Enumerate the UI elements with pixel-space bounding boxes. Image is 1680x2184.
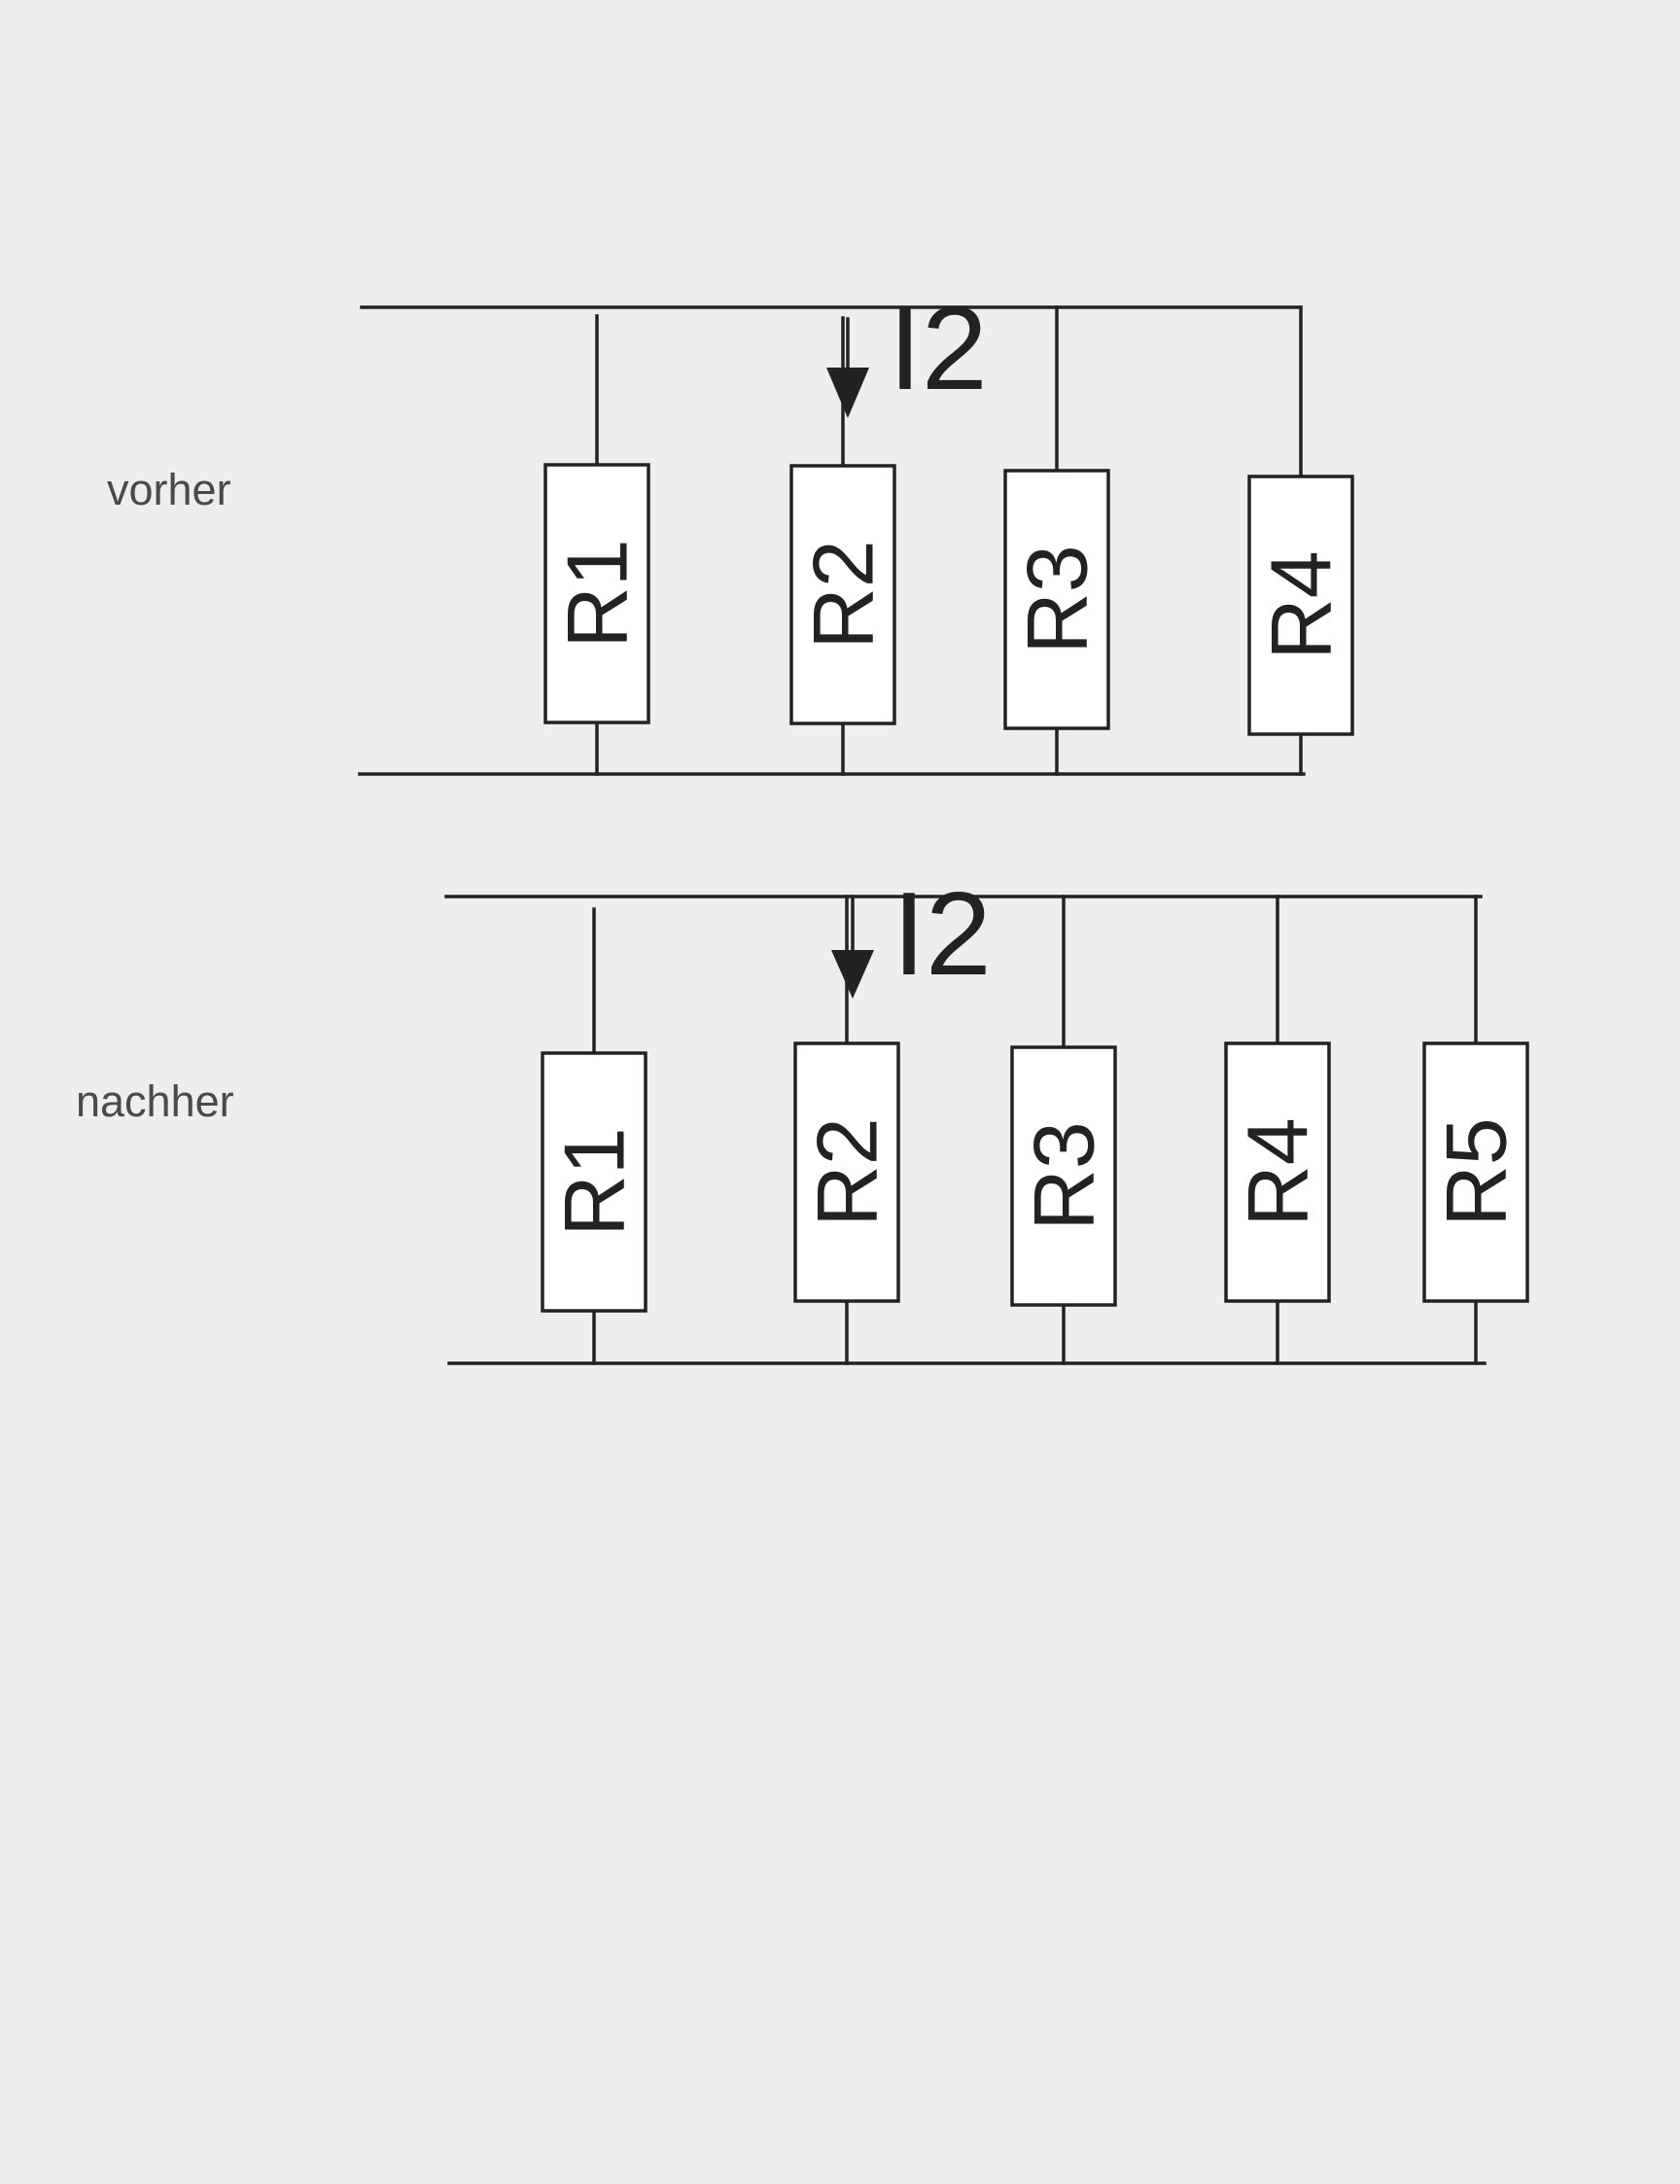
state-label-before: vorher xyxy=(107,465,231,514)
resistor-label-r4: R4 xyxy=(1230,1117,1326,1227)
resistor-branch-r2: R2 xyxy=(789,316,896,776)
resistor-branch-r5: R5 xyxy=(1422,895,1529,1365)
resistor-branch-r3: R3 xyxy=(1003,305,1110,776)
resistor-label-r2: R2 xyxy=(799,1117,895,1227)
resistor-symbol xyxy=(543,463,650,724)
resistor-branch-r3: R3 xyxy=(1010,895,1117,1365)
resistor-label-r1: R1 xyxy=(546,1127,643,1237)
resistor-symbol xyxy=(1422,1041,1529,1303)
resistor-label-r1: R1 xyxy=(549,539,646,649)
resistor-symbol xyxy=(1010,1045,1117,1307)
current-arrow-head xyxy=(831,950,874,999)
current-arrow-i2: I2 xyxy=(826,282,988,418)
resistor-symbol xyxy=(789,464,896,725)
resistor-branch-r4: R4 xyxy=(1224,895,1331,1365)
resistor-branch-r4: R4 xyxy=(1247,305,1354,776)
resistor-symbol xyxy=(1224,1041,1331,1303)
current-label-i2: I2 xyxy=(889,282,988,414)
resistor-branch-r1: R1 xyxy=(543,314,650,776)
resistor-label-r2: R2 xyxy=(795,540,892,650)
resistor-branch-r1: R1 xyxy=(541,907,648,1365)
resistor-symbol xyxy=(1003,469,1110,730)
resistor-label-r3: R3 xyxy=(1016,1121,1112,1231)
state-label-after: nachher xyxy=(76,1076,234,1126)
resistor-symbol xyxy=(1247,475,1354,736)
resistor-symbol xyxy=(541,1051,648,1313)
circuit-before: R1 R2 R3 R4 I2 xyxy=(358,282,1354,776)
current-arrow-head xyxy=(826,368,869,418)
current-label-i2: I2 xyxy=(892,867,992,1000)
resistor-symbol xyxy=(793,1041,900,1303)
resistor-label-r3: R3 xyxy=(1009,545,1105,654)
current-arrow-i2: I2 xyxy=(831,867,992,1000)
resistor-branch-r2: R2 xyxy=(793,895,900,1365)
circuit-after: R1 R2 R3 R4 R5 I2 xyxy=(444,867,1529,1365)
resistor-label-r5: R5 xyxy=(1428,1117,1524,1227)
resistor-label-r4: R4 xyxy=(1253,550,1349,660)
